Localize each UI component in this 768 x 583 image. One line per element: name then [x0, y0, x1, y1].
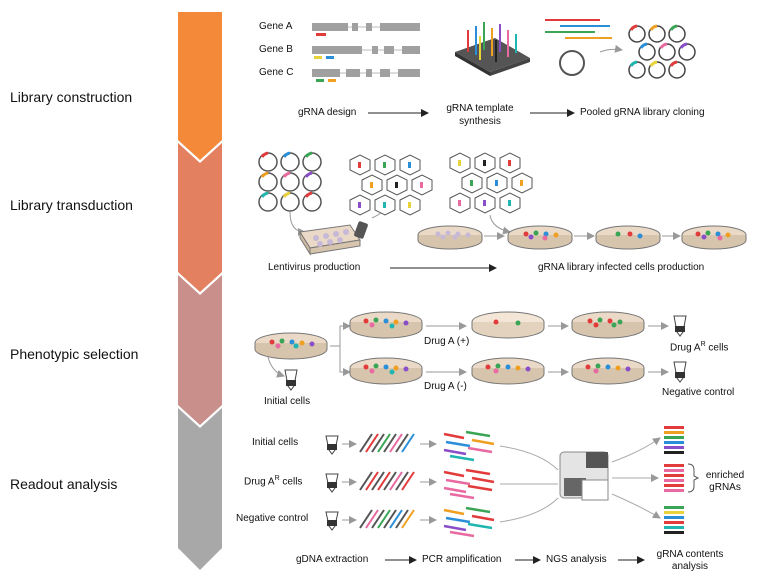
grna-oligo-fragments — [545, 19, 623, 76]
pooled-plasmid-library — [628, 24, 696, 79]
tube-icon — [284, 369, 298, 391]
grna-count-bars — [664, 426, 700, 534]
tube-icon — [673, 361, 687, 383]
step-grna-design: gRNA design — [298, 107, 357, 118]
transduction-dishes — [417, 225, 747, 250]
initial-cells-dish — [254, 332, 328, 360]
label-drug-minus: Drug A (-) — [424, 381, 467, 392]
stage-label-readout: Readout analysis — [10, 476, 118, 492]
step-pooled-cloning: Pooled gRNA library cloning — [580, 107, 705, 118]
step-ngs-analysis: NGS analysis — [546, 554, 607, 565]
lentivirus-particles-1 — [349, 154, 433, 216]
stage-label-selection: Phenotypic selection — [10, 346, 139, 362]
step-infected-cells: gRNA library infected cells production — [538, 262, 705, 273]
label-negative-control: Negative control — [662, 387, 735, 398]
stage-arrow-readout — [178, 408, 222, 570]
step-lentivirus-production: Lentivirus production — [268, 262, 361, 273]
label-initial-cells: Initial cells — [264, 396, 311, 407]
stage-label-transduction: Library transduction — [10, 197, 133, 213]
readout-row-drug: Drug AR cells — [244, 475, 303, 488]
template-synthesis-array — [455, 22, 530, 76]
label-enriched-grnas: enriched gRNAs — [705, 470, 745, 493]
gene-label-c: Gene C — [259, 67, 294, 78]
step-grna-contents-analysis: gRNA contents analysis — [656, 549, 724, 572]
lentivirus-particles-2 — [449, 152, 533, 214]
stage-arrow-transduction — [178, 143, 222, 292]
readout-row-negative: Negative control — [236, 513, 309, 524]
readout-row-initial: Initial cells — [252, 437, 299, 448]
gene-structures — [312, 23, 420, 82]
stage-arrow-construction — [178, 12, 222, 160]
stage-label-construction: Library construction — [10, 89, 133, 105]
selection-dishes-top — [349, 311, 687, 339]
gene-label-b: Gene B — [259, 44, 293, 55]
ngs-sequencer — [559, 451, 609, 501]
gene-label-a: Gene A — [259, 21, 293, 32]
plasmid-pool — [258, 151, 322, 212]
stage-arrow-selection — [178, 275, 222, 425]
label-drug-resistant-cells: Drug AR cells — [670, 341, 729, 354]
culture-flask — [299, 221, 368, 256]
selection-dishes-bottom — [349, 357, 687, 385]
step-pcr-amplification: PCR amplification — [422, 554, 502, 565]
step-template-synthesis: gRNA template synthesis — [446, 103, 514, 127]
readout-pipeline — [325, 430, 559, 538]
step-gdna-extraction: gDNA extraction — [296, 554, 369, 565]
tube-icon — [673, 315, 687, 337]
label-drug-plus: Drug A (+) — [424, 336, 470, 347]
